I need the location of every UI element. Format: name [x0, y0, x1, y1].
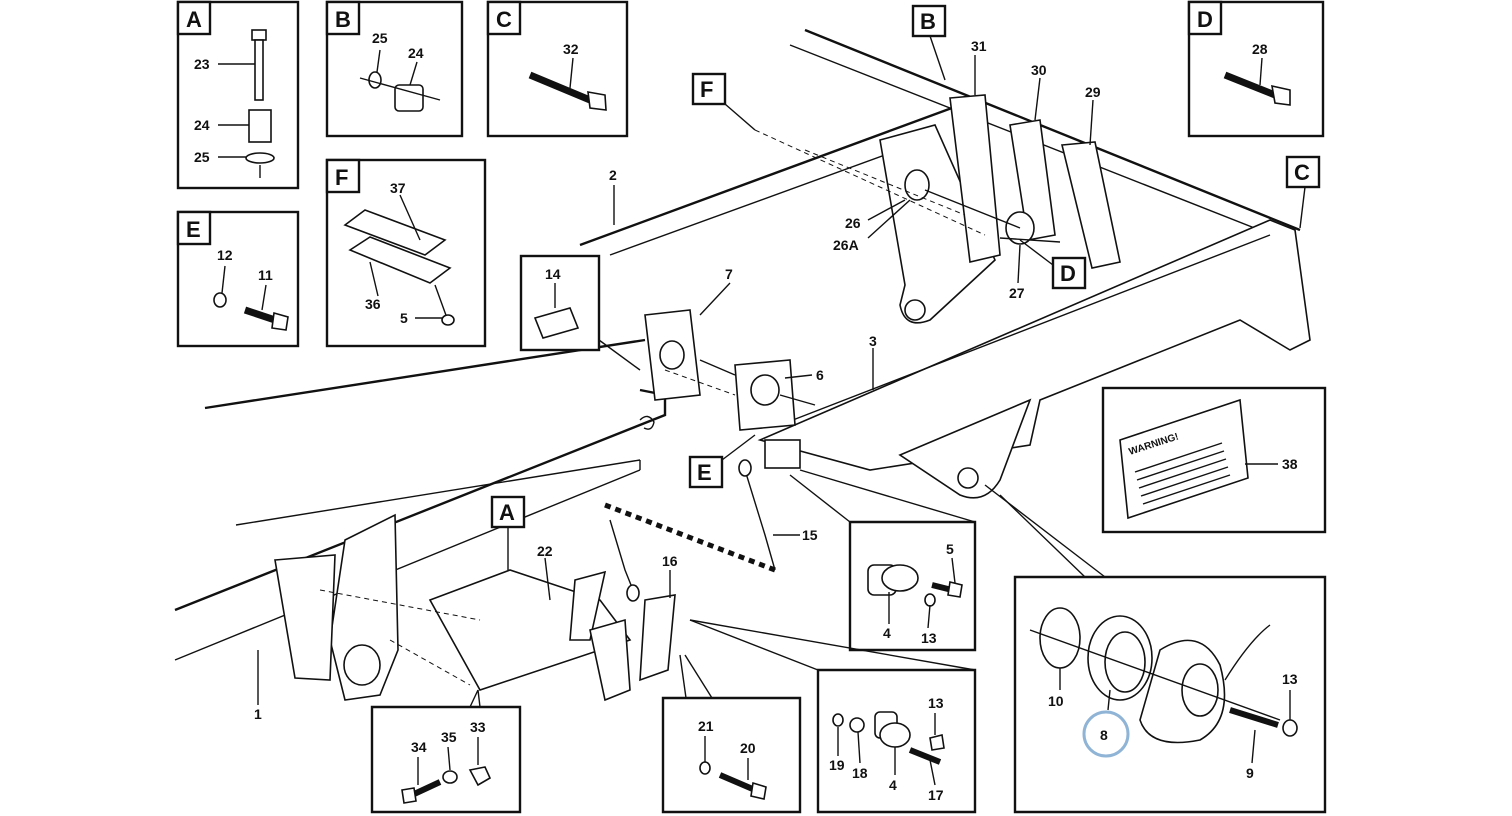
callout-e: E [688, 434, 756, 489]
label-4-pivot: 4 [883, 625, 891, 641]
label-5-f: 5 [400, 310, 408, 326]
label-3: 3 [869, 333, 877, 349]
label-35: 35 [441, 729, 457, 745]
label-26: 26 [845, 215, 861, 231]
callout-f-letter: F [700, 77, 713, 102]
side-rail [757, 219, 1311, 499]
label-22: 22 [537, 543, 553, 559]
label-16: 16 [662, 553, 678, 569]
label-14: 14 [545, 266, 561, 282]
label-9: 9 [1246, 765, 1254, 781]
callout-d-letter: D [1060, 261, 1076, 286]
callout-e-letter: E [697, 460, 712, 485]
label-27: 27 [1009, 285, 1025, 301]
hanger-plates [949, 94, 1121, 269]
label-33: 33 [470, 719, 486, 735]
inset-c-letter: C [496, 7, 512, 32]
rear-mount-bracket [274, 513, 399, 701]
label-7: 7 [725, 266, 733, 282]
label-17: 17 [928, 787, 944, 803]
inset-a-letter: A [186, 7, 202, 32]
label-25-a: 25 [194, 149, 210, 165]
label-24-b: 24 [408, 45, 424, 61]
main-frame-rail [174, 103, 961, 661]
label-31: 31 [971, 38, 987, 54]
label-1: 1 [254, 706, 262, 722]
inset-warning-label: WARNING! [1101, 386, 1327, 534]
highlight-ring-8 [1082, 710, 1130, 758]
label-38: 38 [1282, 456, 1298, 472]
label-10: 10 [1048, 693, 1064, 709]
inset-bolt-nut [370, 689, 522, 814]
label-19: 19 [829, 757, 845, 773]
inset-pin-assembly [689, 619, 977, 814]
label-8: 8 [1100, 727, 1108, 743]
inset-pivot-pin [789, 469, 977, 652]
inset-bolt-washer [661, 654, 802, 814]
spring-arm-assembly [428, 569, 676, 702]
inset-f: F [325, 158, 487, 348]
inset-f-letter: F [335, 165, 348, 190]
callout-f: F [691, 72, 756, 131]
label-25-b: 25 [372, 30, 388, 46]
label-36: 36 [365, 296, 381, 312]
label-34: 34 [411, 739, 427, 755]
leader-lines [699, 189, 1061, 406]
label-11: 11 [258, 267, 273, 283]
inset-b-letter: B [335, 7, 351, 32]
label-2: 2 [609, 167, 617, 183]
label-21: 21 [698, 718, 714, 734]
inset-14 [519, 254, 641, 371]
callout-a-letter: A [499, 500, 515, 525]
cable-hook [604, 459, 776, 602]
dashed-exploded-lines [319, 129, 986, 686]
support-bracket [879, 124, 996, 324]
label-32: 32 [563, 41, 579, 57]
label-20: 20 [740, 740, 756, 756]
label-18: 18 [852, 765, 868, 781]
callout-c: C [1285, 155, 1321, 229]
main-leaders [257, 55, 1094, 705]
inset-e-letter: E [186, 217, 201, 242]
label-15: 15 [802, 527, 818, 543]
label-26a: 26A [833, 237, 859, 253]
inset-c: C [486, 0, 629, 138]
label-5-pivot: 5 [946, 541, 954, 557]
label-13-bushing: 13 [1282, 671, 1298, 687]
inset-e: E [176, 210, 300, 348]
inset-d-letter: D [1197, 7, 1213, 32]
label-13-pivot: 13 [921, 630, 937, 646]
label-12: 12 [217, 247, 233, 263]
label-13-pin: 13 [928, 695, 944, 711]
label-37: 37 [390, 180, 406, 196]
inset-a: A [176, 0, 300, 190]
callout-b: B [911, 4, 947, 81]
inset-bushing [984, 484, 1327, 814]
label-23: 23 [194, 56, 210, 72]
inset-b: B [325, 0, 464, 138]
label-29: 29 [1085, 84, 1101, 100]
label-24-a: 24 [194, 117, 210, 133]
part-number-labels: 23 24 25 25 24 32 28 12 11 37 36 5 14 2 … [194, 30, 1298, 803]
mounting-plates [644, 309, 796, 431]
inset-leaders [417, 557, 1291, 786]
callout-a: A [490, 495, 526, 570]
label-28: 28 [1252, 41, 1268, 57]
inset-d: D [1187, 0, 1325, 138]
callout-d: D [1019, 239, 1087, 290]
callout-b-letter: B [920, 9, 936, 34]
callout-c-letter: C [1294, 160, 1310, 185]
label-6: 6 [816, 367, 824, 383]
label-30: 30 [1031, 62, 1047, 78]
label-4-pin: 4 [889, 777, 897, 793]
